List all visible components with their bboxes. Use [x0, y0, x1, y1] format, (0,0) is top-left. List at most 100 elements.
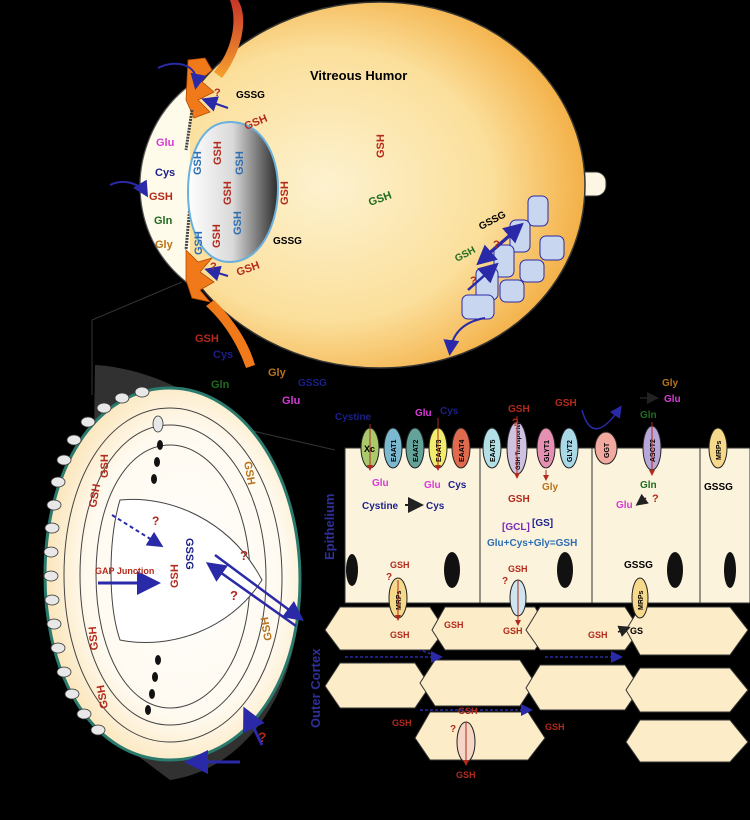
front-gly: Gly — [155, 239, 174, 251]
ciliary-gssg: GSSG — [236, 90, 265, 101]
lower-gsh-1: GSH — [390, 560, 410, 570]
front-gsh: GSH — [149, 191, 173, 203]
lens-fiber-2 — [79, 424, 267, 726]
below-glu-1: Glu — [372, 478, 389, 489]
below-gssg: GSSG — [704, 482, 733, 493]
lower-gsh-3: GSH — [390, 630, 410, 640]
gap-junction-label: GAP Junction — [95, 566, 154, 576]
blood-gssg: GSSG — [298, 378, 327, 389]
below-q: ? — [652, 493, 659, 505]
vessel-bottom — [206, 300, 255, 368]
eaat2-transporter — [405, 427, 425, 469]
arrow-retina-up2 — [467, 262, 499, 291]
eaat5-label: EAAT5 — [490, 439, 497, 462]
lower-gsh-6: GSH — [588, 630, 608, 640]
lens-gsh-5: GSH — [193, 231, 205, 255]
retina-q-1: ? — [493, 239, 500, 251]
arrow-dashed — [111, 514, 164, 548]
iris-lower — [185, 249, 215, 303]
synthesis-eq: Glu+Cys+Gly=GSH — [487, 538, 577, 549]
eaat1-label: EAAT1 — [391, 439, 398, 462]
front-cys: Cys — [155, 167, 175, 179]
arrow-retina-bottom — [443, 317, 486, 356]
lens-gsh-2: GSH — [212, 141, 224, 165]
blood-gsh: GSH — [195, 333, 219, 345]
transporters — [360, 421, 728, 763]
eye-diagram: Vitreous Humor Glu Cys GSH Gln Gly GSH G… — [109, 0, 607, 407]
below-glu-3: Glu — [616, 500, 633, 511]
lens-gsh-6: GSH — [211, 224, 223, 248]
top-gsh-2: GSH — [555, 398, 577, 409]
glyt1-label: GLYT1 — [544, 440, 551, 462]
top-gly: Gly — [662, 378, 679, 389]
top-cys: Cys — [440, 406, 459, 417]
outer-cortex-label: Outer Cortex — [308, 648, 323, 728]
arrow-bottom-up — [243, 706, 265, 746]
top-glu-1: Glu — [415, 408, 432, 419]
cortex-gsh-4: GSH — [456, 770, 476, 780]
below-gln: Gln — [640, 480, 657, 491]
blood-gln: Gln — [211, 379, 230, 391]
gcl-label: [GCL] — [502, 522, 530, 533]
lens-gsh-8: GSH — [279, 181, 291, 205]
cys-label: Cys — [426, 501, 445, 512]
lens-epithelial-cells — [43, 386, 164, 736]
eaat5-transporter — [482, 427, 502, 469]
lens-gsh-1: GSH — [192, 151, 204, 175]
below-cys: Cys — [448, 480, 467, 491]
lens-gsh-4: GSH — [222, 181, 234, 205]
cortex-dashed-arrows — [345, 649, 623, 716]
cornea — [139, 84, 191, 286]
lens-gsh-7: GSH — [232, 211, 244, 235]
section-gsh-2: GSH — [87, 483, 103, 509]
transport-arrows — [367, 416, 655, 766]
lens — [186, 120, 280, 264]
epithelium-layer — [344, 447, 750, 604]
glu-return-arrow — [635, 493, 649, 506]
lens-fiber-3 — [95, 444, 251, 709]
lens-fiber-1 — [63, 407, 283, 743]
lens-gsh-3: GSH — [234, 151, 246, 175]
nuclei — [346, 552, 736, 588]
arrow-gssg-out — [214, 553, 305, 621]
top-q: ? — [512, 417, 519, 429]
retina-cells — [461, 195, 565, 320]
section-gsh-4: GSH — [95, 684, 111, 710]
cortex-gsh-1: GSH — [392, 718, 412, 728]
lower-q-2: ? — [502, 576, 508, 587]
lower-gssg: GSSG — [624, 560, 653, 571]
fiber-cells — [324, 606, 749, 763]
eyeball — [139, 1, 586, 369]
lower-gsh-5: GSH — [503, 626, 523, 636]
ggt-arrow — [581, 405, 622, 430]
ggt-enzyme — [594, 431, 618, 465]
eaat4-transporter — [451, 427, 471, 469]
lower-gs: GS — [630, 626, 643, 636]
section-q-4: ? — [258, 729, 267, 745]
below-gly: Gly — [542, 482, 559, 493]
eaat1-transporter — [383, 427, 403, 469]
glyt2-label: GLYT2 — [567, 440, 574, 462]
ciliary-q-bottom: ? — [210, 261, 217, 273]
section-q-1: ? — [152, 514, 159, 528]
glyt2-transporter — [559, 427, 579, 469]
cortex-q: ? — [450, 724, 456, 735]
mrps-lower-2-label: MRPs — [638, 590, 645, 610]
section-gssg-center: GSSG — [183, 538, 195, 570]
below-glu-2: Glu — [424, 480, 441, 491]
blood-cys: Cys — [213, 349, 233, 361]
cystine-label: Cystine — [362, 501, 399, 512]
top-glu-2: Glu — [664, 394, 681, 405]
below-gsh: GSH — [508, 494, 530, 505]
lower-gsh-2: GSH — [508, 564, 528, 574]
lower-q-1: ? — [386, 572, 392, 583]
zonule-upper — [184, 109, 194, 151]
ciliary-q-top: ? — [214, 87, 221, 99]
blood-gly: Gly — [268, 367, 287, 379]
arrow-ciliary-low — [204, 265, 229, 282]
top-gsh-1: GSH — [508, 404, 530, 415]
front-gln: Gln — [154, 215, 173, 227]
lens-section: GAP Junction GSH GSSG ? ? ? ? GSH GSH GS… — [43, 365, 305, 780]
section-gsh-center: GSH — [169, 564, 181, 588]
